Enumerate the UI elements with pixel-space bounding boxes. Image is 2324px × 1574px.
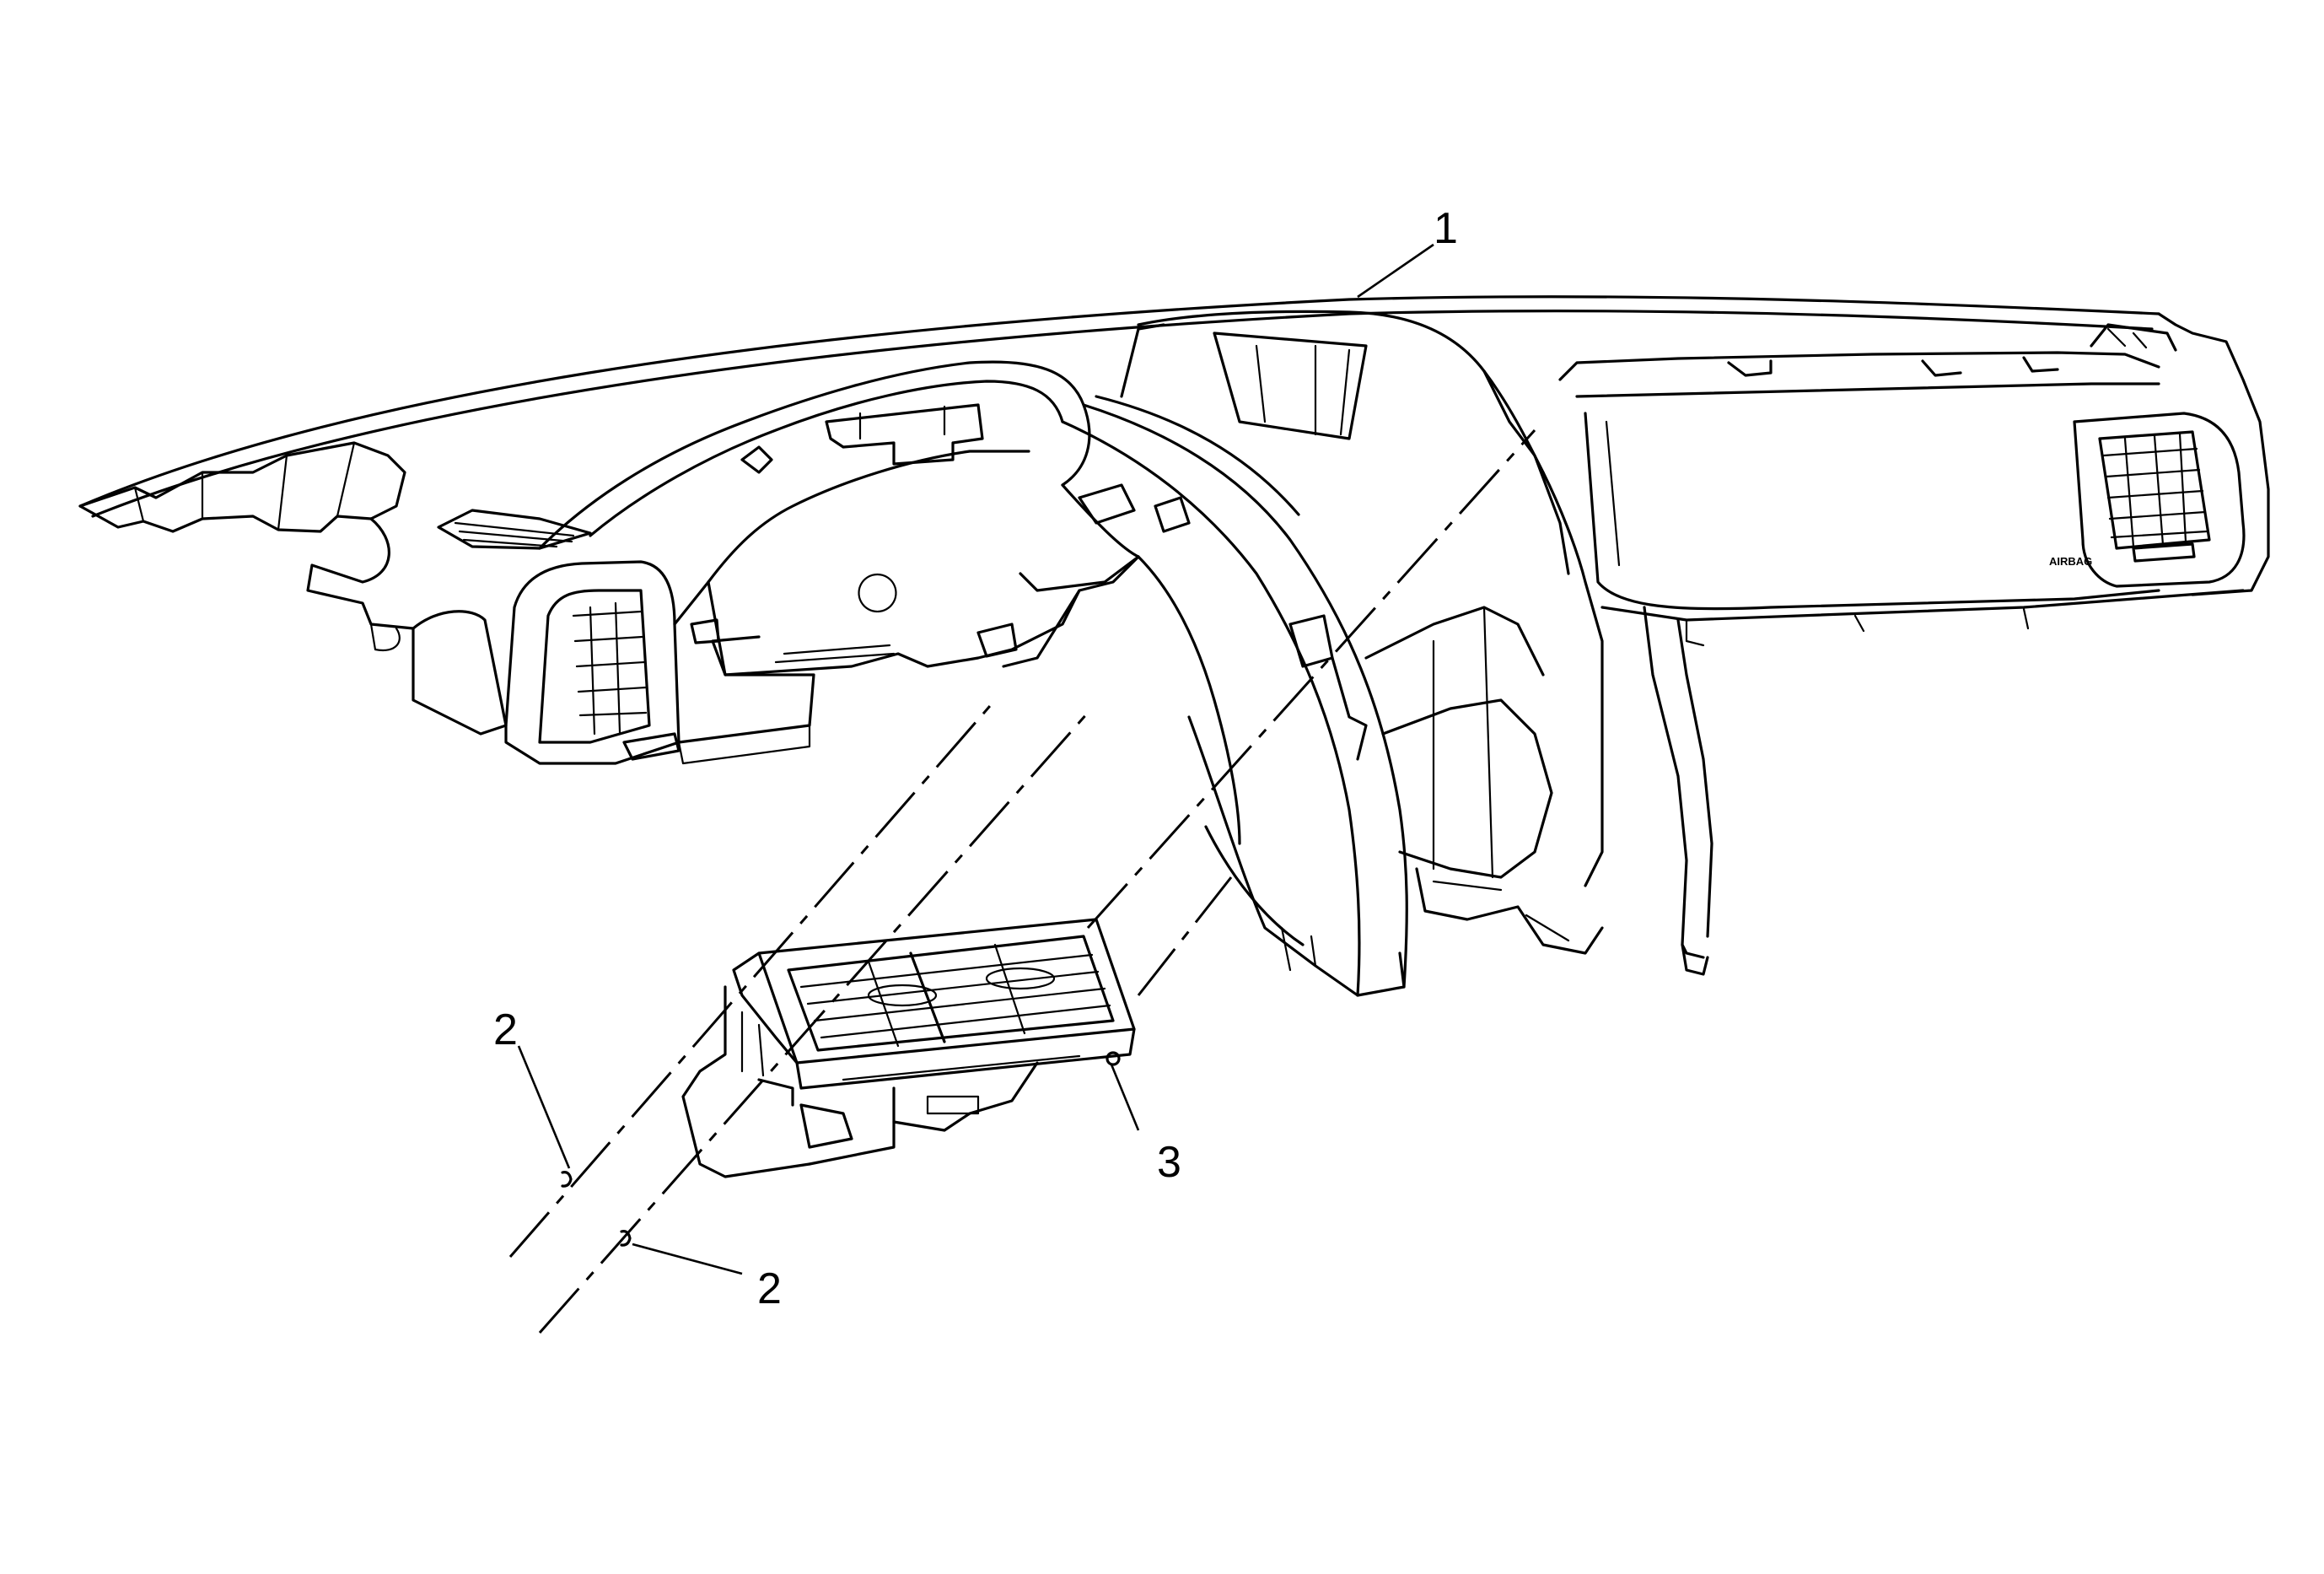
leader-3 — [1110, 1064, 1140, 1131]
callout-2-lower: 2 — [757, 1264, 782, 1313]
fasteners — [561, 1171, 632, 1247]
fastener-right — [620, 1230, 632, 1247]
instrument-panel: AIRBAG — [78, 295, 2270, 997]
center-air-vent-assembly — [681, 918, 1136, 1178]
leader-2b — [632, 1242, 743, 1275]
installation-lines — [508, 429, 1536, 1334]
callout-3: 3 — [1157, 1138, 1181, 1187]
fastener-left — [561, 1171, 573, 1188]
callout-2-upper: 2 — [493, 1005, 518, 1054]
leader-1 — [1357, 243, 1434, 299]
callout-1: 1 — [1434, 204, 1458, 253]
leader-2a — [517, 1045, 571, 1169]
callout-leaders — [517, 243, 1434, 1275]
airbag-emboss: AIRBAG — [2049, 555, 2092, 568]
